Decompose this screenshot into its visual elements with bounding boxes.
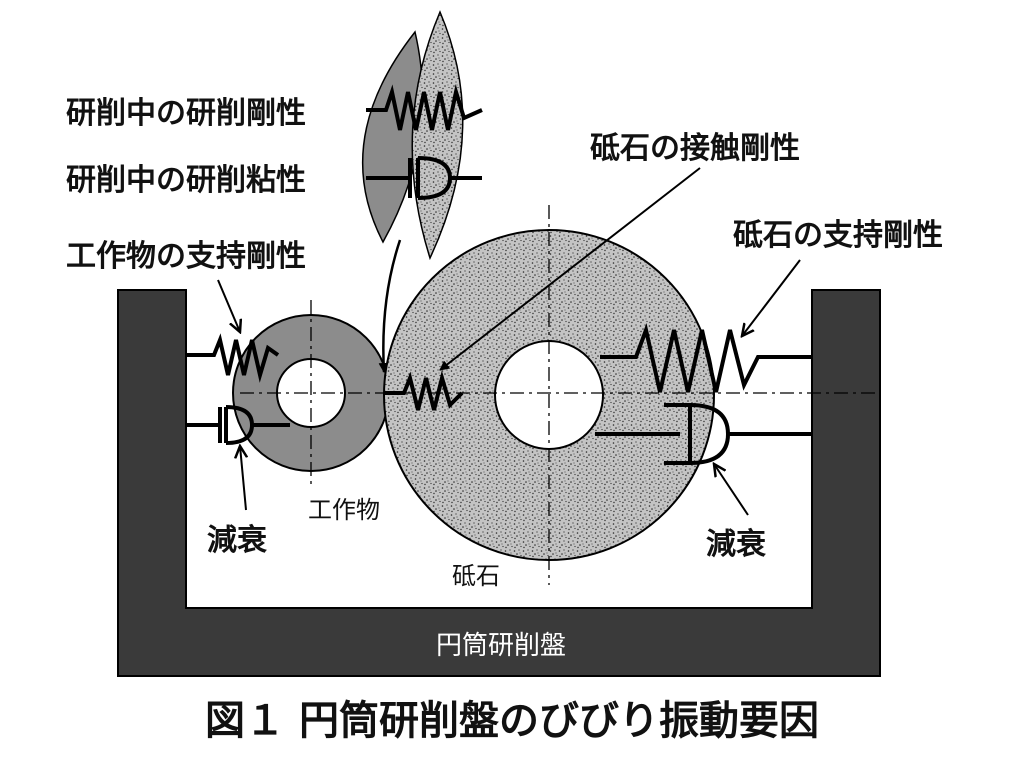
grinding-zone-lens-right bbox=[411, 10, 464, 261]
label-machine: 円筒研削盤 bbox=[436, 631, 566, 661]
label-wheel-contact-stiffness: 砥石の接触剛性 bbox=[590, 131, 800, 166]
figure-caption: 図１ 円筒研削盤のびびり振動要因 bbox=[205, 698, 819, 744]
label-workpiece-support-stiffness: 工作物の支持剛性 bbox=[66, 239, 306, 274]
label-grinding-viscosity: 研削中の研削粘性 bbox=[66, 163, 306, 198]
label-grinding-stiffness: 研削中の研削剛性 bbox=[66, 96, 306, 131]
machine-frame bbox=[117, 289, 881, 677]
label-wheel: 砥石 bbox=[452, 562, 500, 590]
grinding-dashpot bbox=[366, 156, 482, 200]
label-wheel-support-stiffness: 砥石の支持剛性 bbox=[733, 218, 943, 253]
workpiece-support-arrow bbox=[217, 279, 240, 332]
center-lines bbox=[240, 205, 880, 585]
label-damping-right: 減衰 bbox=[706, 527, 766, 562]
label-workpiece: 工作物 bbox=[308, 496, 380, 524]
contact-stiffness-arrow bbox=[439, 167, 701, 371]
grinding-spring bbox=[366, 84, 483, 131]
wheel-contact-spring bbox=[384, 370, 464, 411]
wheel-support-arrow bbox=[742, 259, 801, 336]
workpiece-damper bbox=[186, 405, 290, 445]
wheel-support-spring bbox=[600, 322, 812, 393]
workpiece-support-spring bbox=[186, 333, 280, 383]
inset-pointer-arrow bbox=[378, 239, 402, 373]
right-damping-arrow bbox=[714, 464, 749, 516]
wheel-damper bbox=[595, 403, 812, 465]
label-damping-left: 減衰 bbox=[207, 523, 267, 558]
left-damping-arrow bbox=[240, 446, 246, 511]
